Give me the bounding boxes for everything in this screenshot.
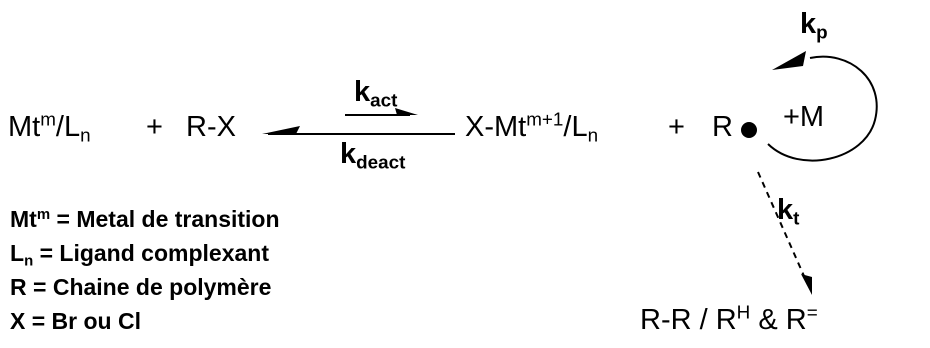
plus-sign: + — [146, 111, 163, 143]
termination-products: R-R / RH & R= — [640, 301, 818, 336]
metal-complex-reactant: Mtm/Ln — [8, 108, 91, 146]
k-t-label: kt — [777, 194, 800, 229]
termination-arrowhead — [801, 274, 812, 295]
plus-sign: + — [668, 111, 685, 143]
propagation-cycle-arrow — [767, 55, 878, 162]
legend-item-metal: Mtm = Metal de transition — [10, 205, 280, 232]
k-deact-label: kdeact — [340, 138, 406, 173]
monomer-label: +M — [783, 101, 825, 133]
termination-dashed-arrow — [757, 171, 809, 286]
deactivation-arrow — [262, 126, 455, 135]
legend: Mtm = Metal de transition Ln = Ligand co… — [10, 202, 280, 338]
activation-arrow — [345, 108, 418, 116]
propagation-cycle-arrowhead — [772, 51, 806, 70]
radical-dot — [741, 122, 757, 138]
legend-item-polymer-chain: R = Chaine de polymère — [10, 274, 272, 300]
radical-label: R — [712, 111, 733, 143]
legend-item-ligand: Ln = Ligand complexant — [10, 240, 269, 270]
metal-complex-product: X-Mtm+1/Ln — [465, 108, 599, 146]
k-p-label: kp — [800, 8, 828, 43]
alkyl-halide: R-X — [186, 111, 236, 143]
k-act-label: kact — [354, 76, 398, 111]
legend-item-halogen: X = Br ou Cl — [10, 308, 141, 334]
